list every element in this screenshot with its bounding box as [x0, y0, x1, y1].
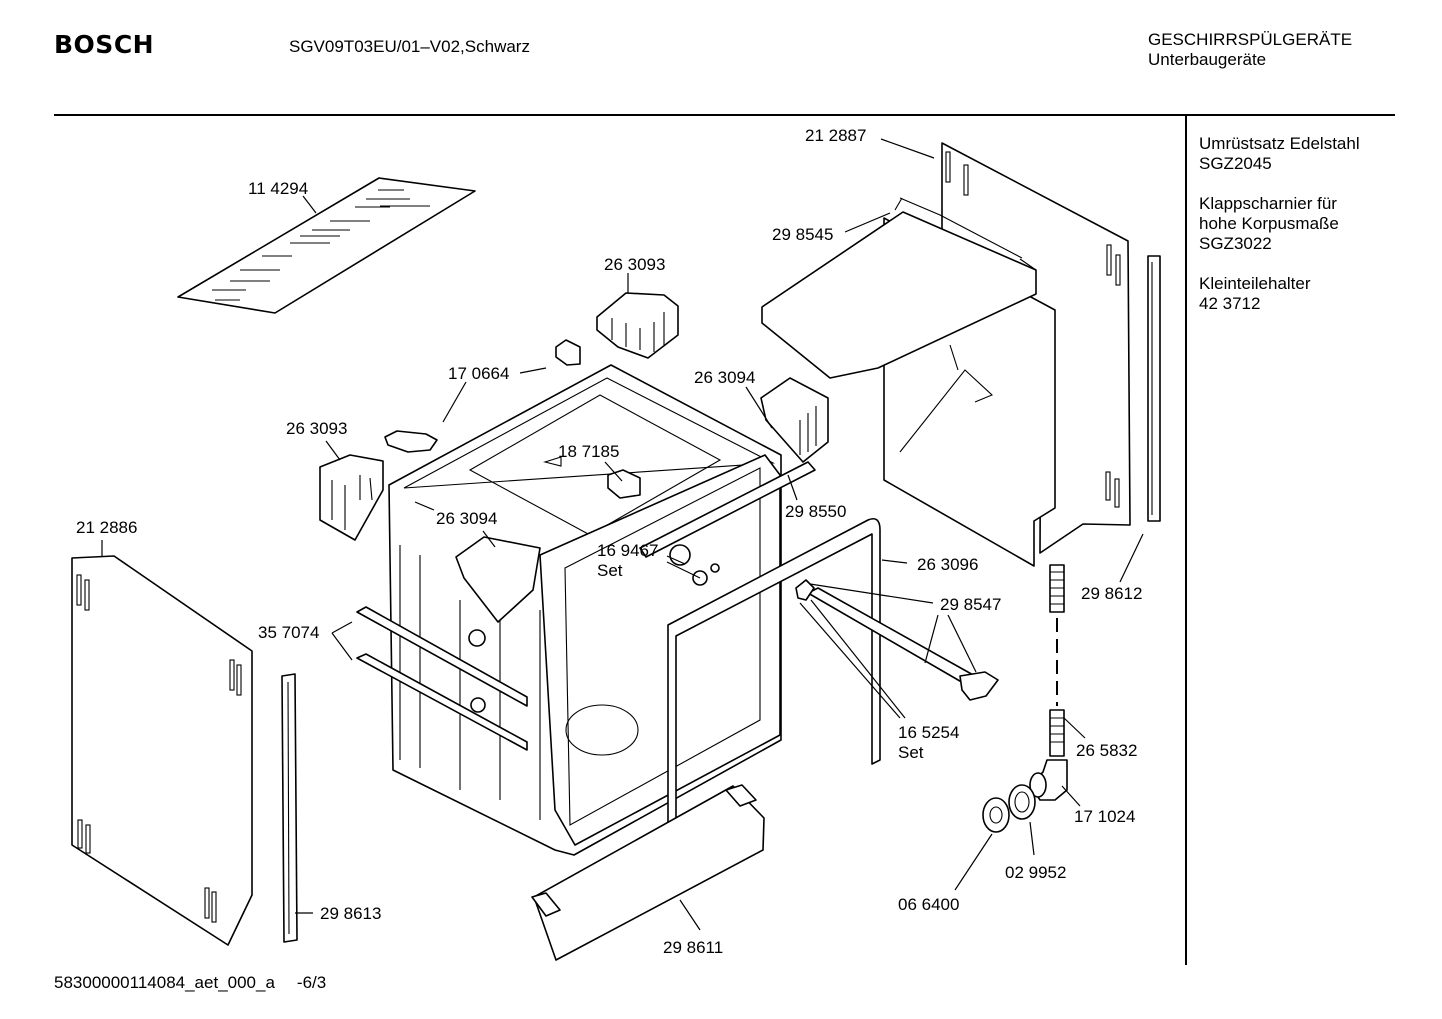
rail-pair [356, 606, 528, 751]
accessory-name: Kleinteilehalter [1199, 274, 1311, 293]
part-label-298545: 29 8545 [772, 225, 833, 244]
sealing-ring [1008, 784, 1036, 820]
part-label-set-2: Set [898, 743, 924, 762]
part-label-263093-left: 26 3093 [286, 419, 347, 438]
part-label-169467: 16 9467 [597, 541, 658, 560]
right-bracket [760, 377, 829, 463]
part-label-263094-upper: 26 3094 [694, 368, 755, 387]
right-side-panel [941, 142, 1131, 554]
accessory-number: SGZ3022 [1199, 234, 1272, 253]
part-label-029952: 02 9952 [1005, 863, 1066, 882]
part-label-set-1: Set [597, 561, 623, 580]
accessory-number: 42 3712 [1199, 294, 1261, 313]
left-trim-strip [281, 673, 298, 943]
rear-cover [761, 197, 1056, 567]
part-label-170664: 17 0664 [448, 364, 509, 383]
footer: 58300000114084_aet_000_a -6/3 [54, 973, 348, 993]
part-label-165254: 16 5254 [898, 723, 959, 742]
lower-rail [795, 579, 999, 701]
drain-elbow [1029, 759, 1068, 801]
sidebar-divider [1185, 115, 1187, 965]
tub-body [388, 364, 782, 856]
part-label-114294: 11 4294 [248, 179, 308, 198]
model-number: SGV09T03EU/01–V02,Schwarz [289, 37, 530, 56]
drain-hose [1049, 564, 1065, 757]
union-nut [982, 797, 1010, 833]
mounting-clip [384, 339, 581, 453]
accessory-name-cont: hohe Korpusmaße [1199, 214, 1339, 233]
accessory-item: Kleinteilehalter 42 3712 [1199, 274, 1311, 314]
part-label-187185: 18 7185 [558, 442, 619, 461]
category-line-1: GESCHIRRSPÜLGERÄTE [1148, 30, 1353, 49]
part-label-298611: 29 8611 [663, 938, 723, 957]
leader-lines [101, 138, 1144, 931]
part-label-298547: 29 8547 [940, 595, 1001, 614]
inner-bracket [455, 536, 541, 713]
category-heading: GESCHIRRSPÜLGERÄTE Unterbaugeräte [1148, 30, 1352, 70]
document-id: 58300000114084_aet_000_a [54, 973, 275, 992]
category-line-2: Unterbaugeräte [1148, 50, 1267, 69]
kick-plate [531, 784, 765, 961]
upper-bracket [596, 292, 679, 359]
top-rail [639, 461, 816, 558]
part-label-066400: 06 6400 [898, 895, 959, 914]
accessory-item: Umrüstsatz Edelstahl SGZ2045 [1199, 134, 1360, 174]
part-label-357074: 35 7074 [258, 623, 319, 642]
part-label-263096: 26 3096 [917, 555, 978, 574]
insulation-mat [177, 177, 476, 314]
part-label-298550: 29 8550 [785, 502, 846, 521]
accessory-item: Klappscharnier für hohe Korpusmaße SGZ30… [1199, 194, 1339, 254]
part-label-171024: 17 1024 [1074, 807, 1135, 826]
part-label-298612: 29 8612 [1081, 584, 1142, 603]
part-label-265832: 26 5832 [1076, 741, 1137, 760]
left-side-panel [71, 555, 253, 946]
left-bracket [319, 454, 384, 541]
accessory-name: Klappscharnier für [1199, 194, 1337, 213]
accessory-number: SGZ2045 [1199, 154, 1272, 173]
header-divider [54, 114, 1395, 116]
part-label-263094-inner: 26 3094 [436, 509, 497, 528]
part-label-212887: 21 2887 [805, 126, 866, 145]
page-number: -6/3 [296, 973, 327, 992]
part-label-212886: 21 2886 [76, 518, 137, 537]
accessory-name: Umrüstsatz Edelstahl [1199, 134, 1360, 153]
part-label-298613: 29 8613 [320, 904, 381, 923]
brand-logo: BOSCH [54, 30, 155, 59]
right-trim-strip [1147, 255, 1161, 522]
part-label-263093-upper: 26 3093 [604, 255, 665, 274]
